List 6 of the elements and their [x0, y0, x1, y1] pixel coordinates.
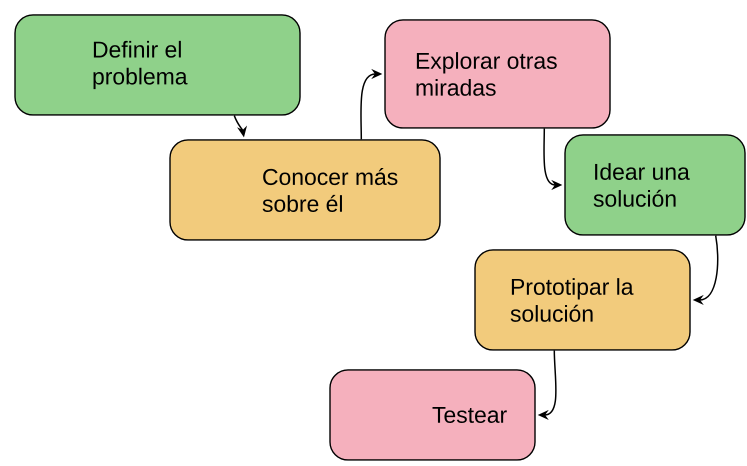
speech-bubble: Testear [329, 369, 536, 461]
speech-bubble: Prototipar la solución [474, 249, 691, 351]
speech-bubble: Definir el problema [14, 14, 301, 116]
speech-bubble: Conocer más sobre él [169, 139, 441, 241]
speech-bubble: Idear una solución [564, 134, 746, 236]
speech-bubble: Explorar otras miradas [384, 19, 611, 129]
